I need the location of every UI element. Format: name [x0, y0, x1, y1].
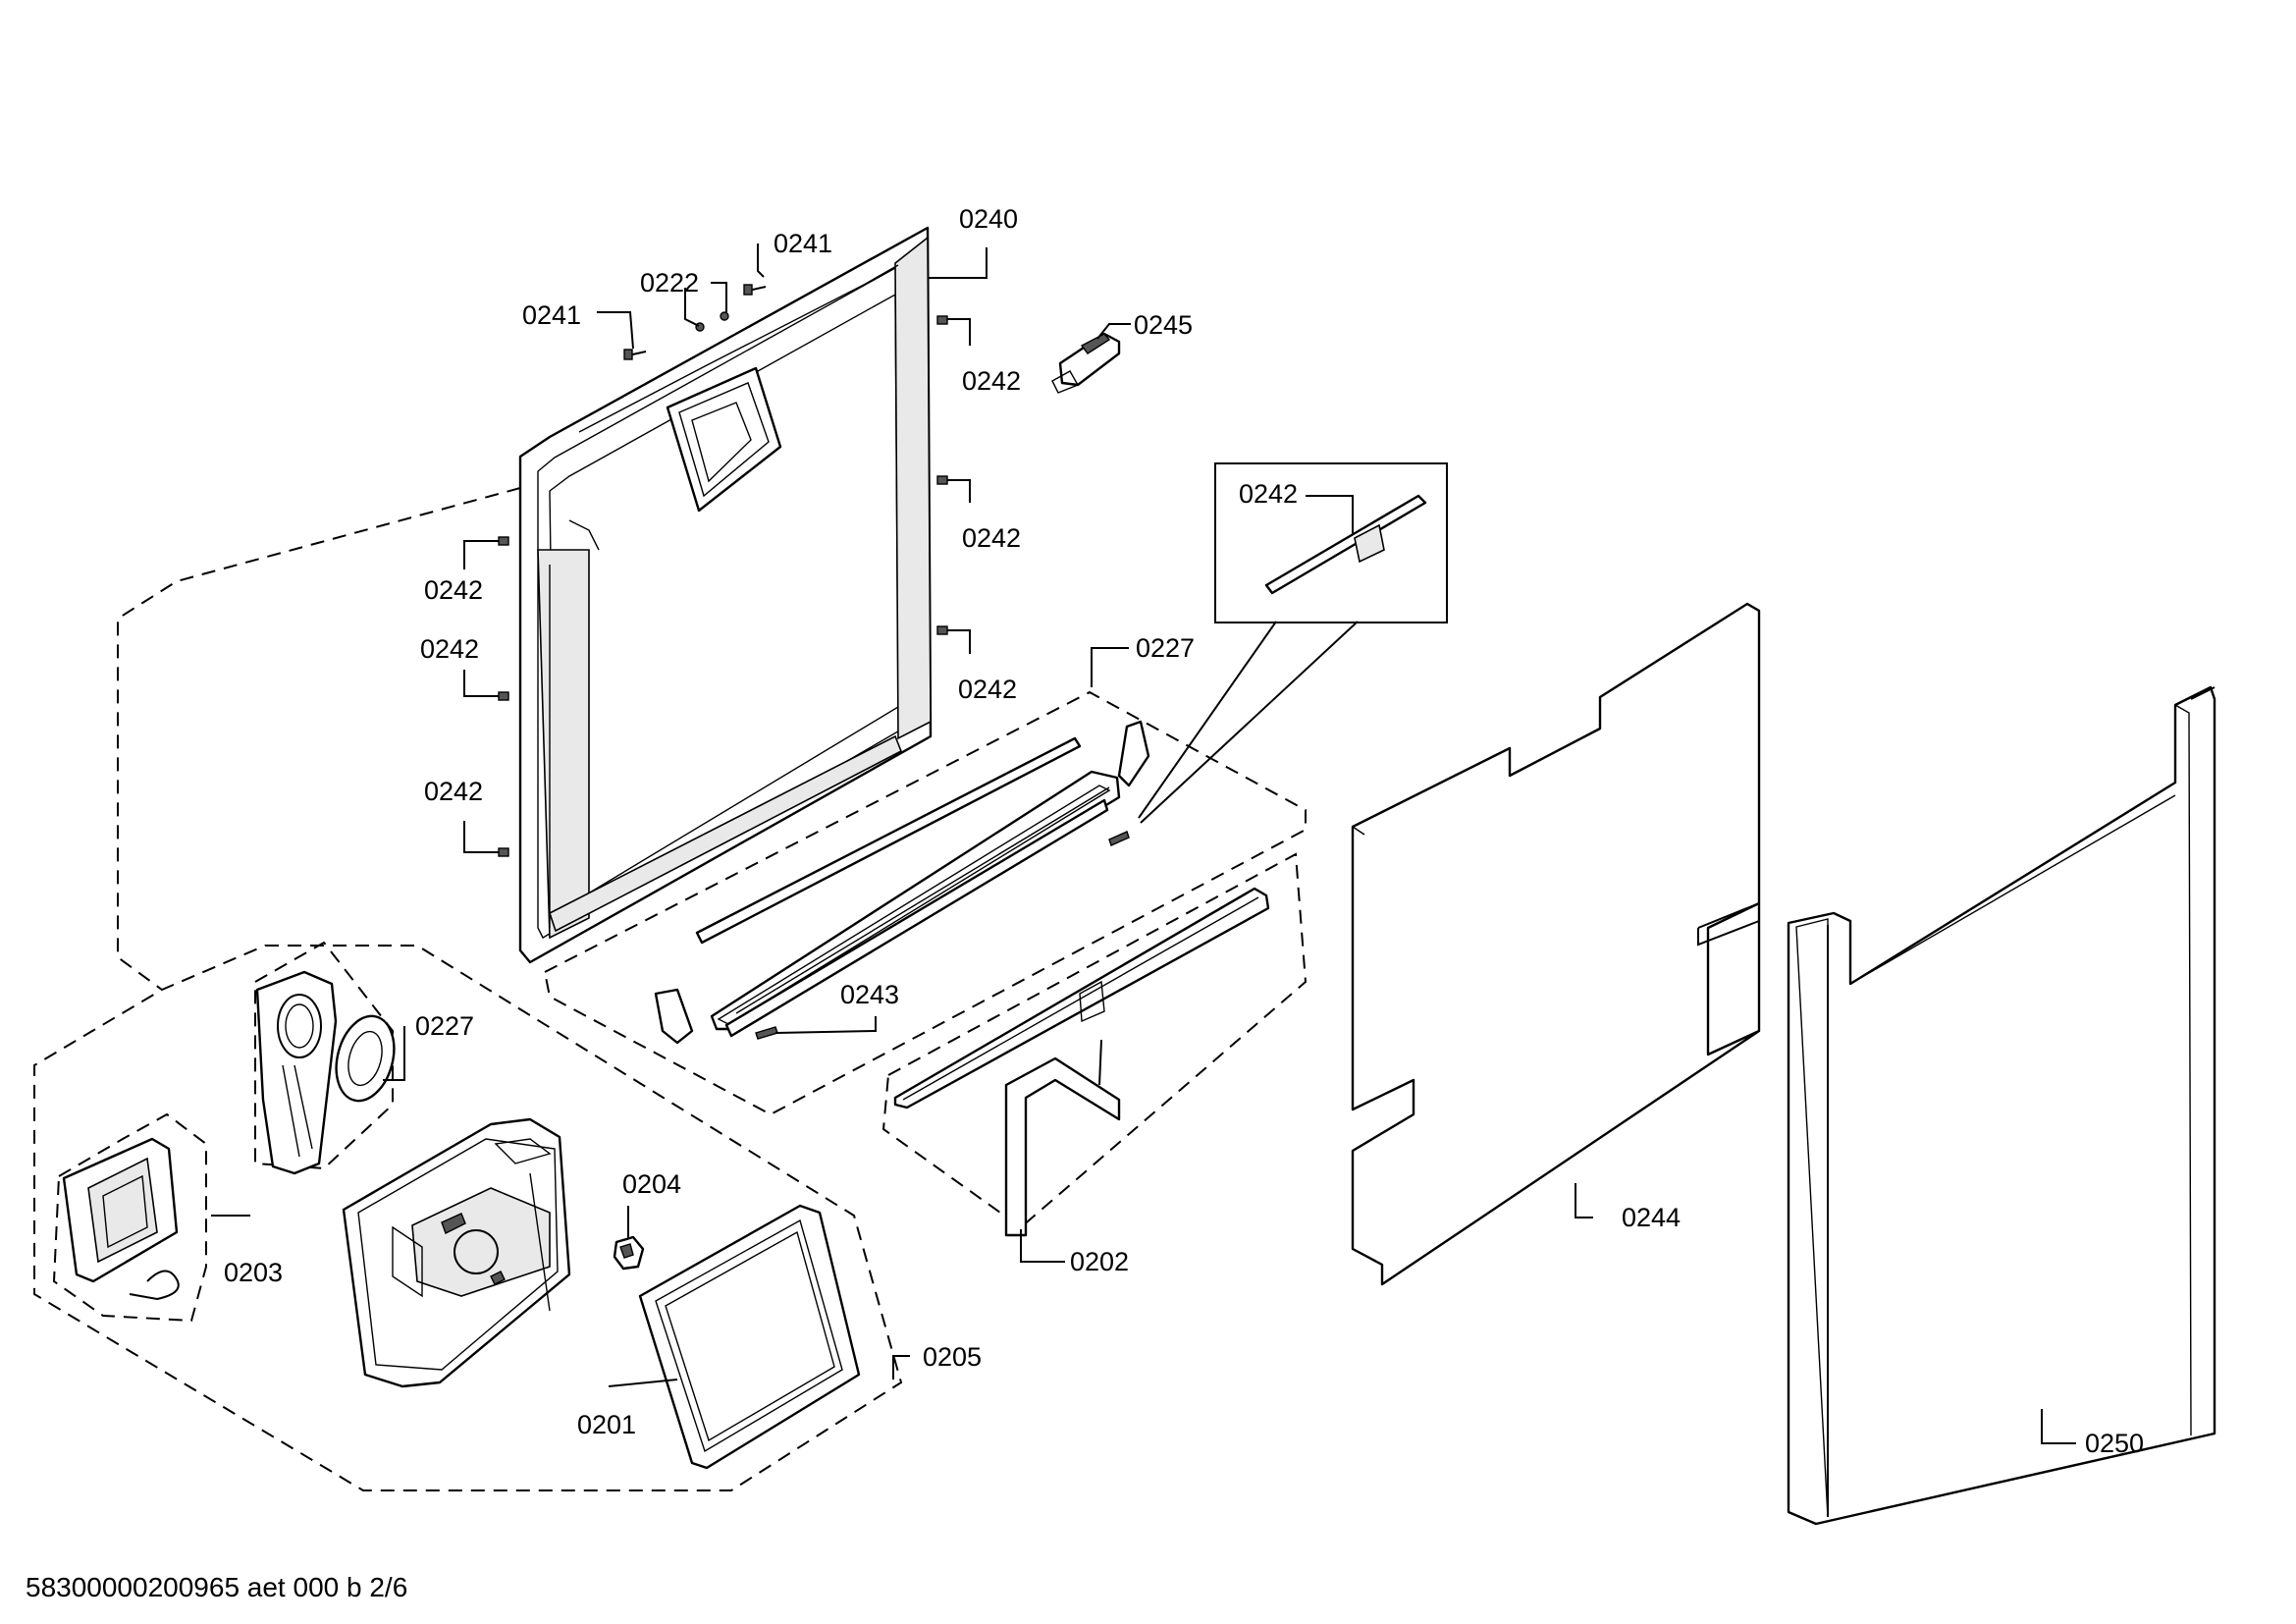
callout-0244: 0202 [1070, 1247, 1129, 1276]
callout-0205: 0203 [224, 1258, 283, 1287]
callout-0241-top: 0241 [774, 229, 832, 258]
leader-0201 [892, 1355, 910, 1380]
callout-0203: 0204 [622, 1169, 681, 1199]
gasket-0204 [335, 1014, 396, 1103]
callout-0240: 0240 [959, 204, 1018, 234]
detail-inset-0227 [1138, 462, 1448, 824]
dashed-boundary-door [117, 487, 521, 991]
leader-0243 [1091, 647, 1129, 687]
leader-0242-l2 [463, 670, 499, 697]
callout-0242-l2: 0242 [420, 634, 479, 664]
rail-assembly-0244 [893, 887, 1270, 1237]
screw-0242-l1 [498, 536, 509, 546]
screw-0241-a [623, 349, 647, 360]
lock-bracket-0204 [255, 970, 338, 1175]
screw-0222-b [720, 311, 729, 321]
drawing-reference-footer: 58300000200965 aet 000 b 2/6 [26, 1572, 407, 1602]
leader-0227-inset [1306, 495, 1354, 535]
callout-0250: 0244 [1622, 1203, 1681, 1232]
callout-0242-l3: 0242 [424, 777, 483, 806]
leader-0222 [711, 282, 727, 312]
screw-0242-l2 [498, 691, 509, 701]
callout-0227-inset: 0242 [1239, 479, 1298, 509]
leader-0242-l1 [463, 540, 499, 569]
hinge-part-0245 [1051, 332, 1121, 394]
leader-0202 [608, 1379, 678, 1387]
leader-0242-r3 [947, 629, 971, 654]
dashed-boundary-0205 [52, 1112, 207, 1323]
assembly-boundaries [33, 487, 1308, 1491]
leader-0242-l3 [463, 821, 499, 853]
callout-0243: 0227 [1136, 633, 1195, 663]
screw-0241-b [743, 284, 767, 296]
callout-0241-left: 0241 [522, 300, 581, 330]
leader-lines [211, 244, 2076, 1444]
leader-0245 [1096, 323, 1131, 340]
screw-0242-r2 [936, 475, 948, 485]
leader-0250 [1575, 1183, 1593, 1218]
screw-0242-r1 [936, 315, 948, 325]
leader-0242-r1 [947, 318, 971, 346]
callout-0242-l1: 0242 [424, 575, 483, 605]
callout-0245: 0245 [1134, 310, 1193, 340]
callout-0201: 0205 [923, 1342, 982, 1372]
screw-0242-r3 [936, 625, 948, 635]
dashed-boundary-0244 [881, 852, 1308, 1229]
spring-0205 [129, 1270, 180, 1301]
leader-0241-top [757, 244, 765, 278]
leader-0244 [1020, 1229, 1065, 1263]
callout-0202: 0201 [577, 1410, 636, 1439]
callout-0242-r2: 0242 [962, 523, 1021, 553]
dashed-boundary-0243 [543, 690, 1307, 1116]
leader-0242-r2 [947, 479, 971, 503]
cover-frame-0202 [638, 1204, 861, 1470]
rail-assembly-0243 [654, 720, 1150, 1045]
leader-0204 [383, 1026, 405, 1081]
callout-0242-r1: 0242 [962, 366, 1021, 396]
callout-0204: 0227 [415, 1011, 474, 1041]
callout-labels: 0240 0241 0222 0241 0245 0242 0242 0242 … [224, 204, 2144, 1458]
outer-panel-0250 [1351, 602, 1761, 1286]
callout-0222: 0222 [640, 268, 699, 298]
callout-0227-lower: 0243 [840, 980, 899, 1009]
dashed-boundary-0201 [33, 945, 903, 1491]
callout-0242-r3: 0242 [958, 675, 1017, 704]
board-0205 [62, 1137, 179, 1283]
leader-0241-left [597, 311, 634, 350]
knob-0203 [613, 1235, 645, 1271]
inner-door-panel-0240 [518, 226, 933, 964]
outer-door-0260 [1787, 685, 2216, 1526]
leader-0240 [928, 247, 988, 279]
screw-0242-l3 [498, 847, 509, 857]
leader-0244-b [1098, 1039, 1102, 1086]
screws [498, 284, 948, 857]
leader-0227-lower [774, 1016, 877, 1034]
leader-0222-b [684, 288, 700, 327]
callout-0260: 0250 [2085, 1429, 2144, 1458]
dashed-boundary-0204 [254, 941, 394, 1170]
leader-0260 [2041, 1409, 2076, 1444]
control-module-0201 [342, 1117, 571, 1388]
